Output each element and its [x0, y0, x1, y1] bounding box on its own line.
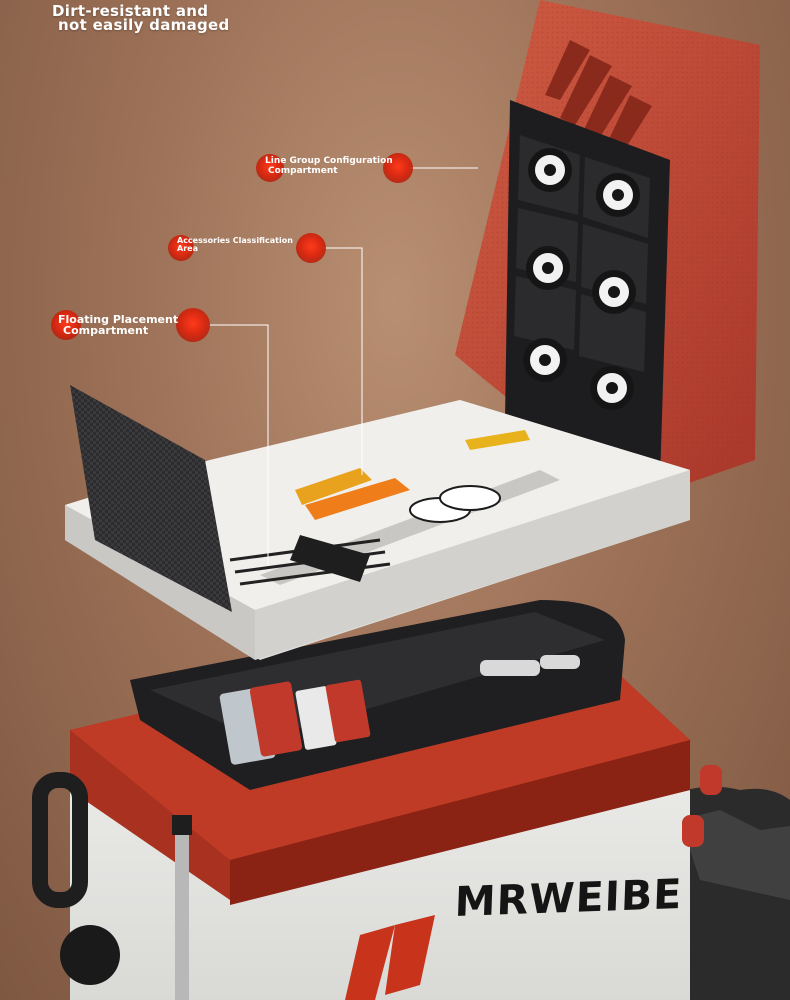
- headline: Dirt-resistant and not easily damaged: [52, 2, 230, 34]
- callout-label-line-1: Floating Placement: [58, 313, 179, 326]
- callout-label-line-2: Compartment: [63, 324, 149, 337]
- carbon-side-panel: [70, 385, 232, 612]
- headline-line-2: not easily damaged: [58, 16, 230, 34]
- line-spool: [523, 338, 567, 382]
- callout-dot: [51, 310, 81, 340]
- callout-dot: [176, 308, 210, 342]
- line-spool: [528, 148, 572, 192]
- headline-line-1: Dirt-resistant and: [52, 2, 209, 20]
- callout-dot: [256, 154, 284, 182]
- tackle-tray: [130, 600, 625, 790]
- line-spool: [590, 366, 634, 410]
- callout-label-line-2: Area: [177, 244, 198, 253]
- line-spool: [596, 173, 640, 217]
- callout-line-group: Line Group Configuration Compartment: [265, 156, 393, 176]
- callout-dot: [383, 153, 413, 183]
- callout-dot: [296, 233, 326, 263]
- callout-label-line-1: Accessories Classification: [177, 236, 293, 245]
- callout-label-line-2: Compartment: [268, 166, 338, 176]
- callout-dots: [51, 153, 413, 342]
- callout-accessories: Accessories Classification Area: [177, 237, 293, 253]
- line-spool: [526, 246, 570, 290]
- spool-panel: [505, 100, 670, 480]
- callout-dot: [168, 235, 194, 261]
- callout-label-line-1: Line Group Configuration: [265, 156, 393, 166]
- brand-logo-text: MRWEIBE: [453, 870, 684, 926]
- line-spool: [592, 270, 636, 314]
- callout-floating: Floating Placement Compartment: [58, 314, 178, 336]
